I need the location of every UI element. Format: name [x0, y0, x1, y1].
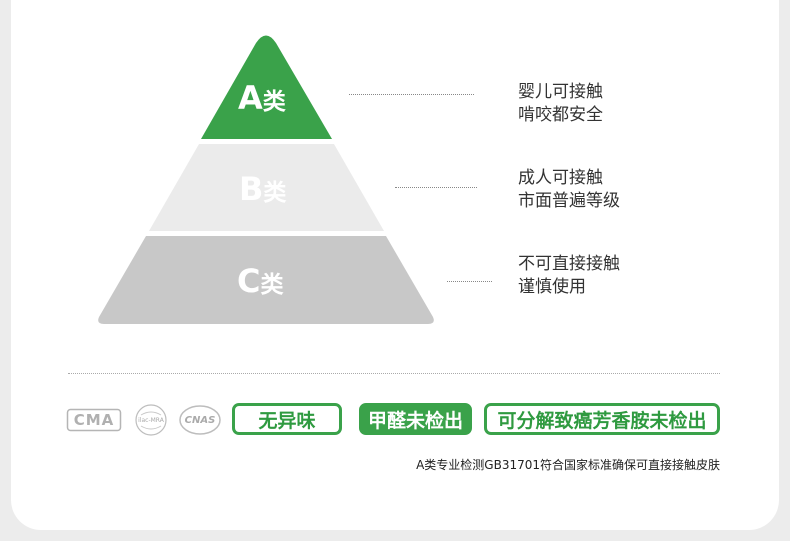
section-divider [68, 373, 720, 374]
leader-line-c [447, 281, 492, 282]
tier-a-desc-line-1: 婴儿可接触 [518, 82, 603, 102]
tier-b-suffix: 类 [263, 180, 287, 206]
tier-c-description: 不可直接接触 谨慎使用 [518, 253, 620, 299]
badge-azo-free: 可分解致癌芳香胺未检出 [484, 403, 720, 435]
tier-a-description: 婴儿可接触 啃咬都安全 [518, 81, 603, 127]
cnas-logo-text: CNAS [184, 414, 216, 426]
cma-logo: CMA [66, 403, 122, 437]
tier-b-letter: B [239, 170, 264, 208]
ilac-mra-logo-graphic [135, 404, 167, 436]
tier-c-suffix: 类 [260, 272, 284, 298]
ilac-mra-logo-text: ilac-MRA [138, 416, 164, 424]
tier-b-desc-line-1: 成人可接触 [518, 168, 603, 188]
standard-footnote: A类专业检测GB31701符合国家标准确保可直接接触皮肤 [416, 458, 720, 472]
pyramid-tier-c [98, 236, 434, 324]
cma-logo-text: CMA [73, 411, 115, 429]
tier-c-letter: C [237, 262, 261, 300]
tier-a-label: A类 [238, 79, 286, 117]
leader-line-a [349, 94, 474, 95]
tier-b-desc-line-2: 市面普遍等级 [518, 191, 620, 211]
badge-formaldehyde-free: 甲醛未检出 [359, 403, 472, 435]
tier-b-description: 成人可接触 市面普遍等级 [518, 167, 620, 213]
badge-no-odor: 无异味 [232, 403, 342, 435]
ilac-mra-logo: ilac-MRA [132, 403, 170, 437]
tier-c-desc-line-1: 不可直接接触 [518, 254, 620, 274]
tier-c-label: C类 [237, 262, 283, 300]
tier-a-desc-line-2: 啃咬都安全 [518, 105, 603, 125]
tier-a-suffix: 类 [262, 89, 286, 115]
pyramid-tier-b [149, 144, 384, 231]
leader-line-b [395, 187, 477, 188]
tier-b-label: B类 [239, 170, 286, 208]
tier-c-desc-line-2: 谨慎使用 [518, 277, 586, 297]
pyramid-tier-a [201, 35, 332, 139]
cma-logo-graphic [66, 408, 122, 432]
cnas-logo-graphic [179, 405, 221, 435]
cnas-logo: CNAS [178, 403, 222, 437]
tier-a-letter: A [238, 79, 263, 117]
